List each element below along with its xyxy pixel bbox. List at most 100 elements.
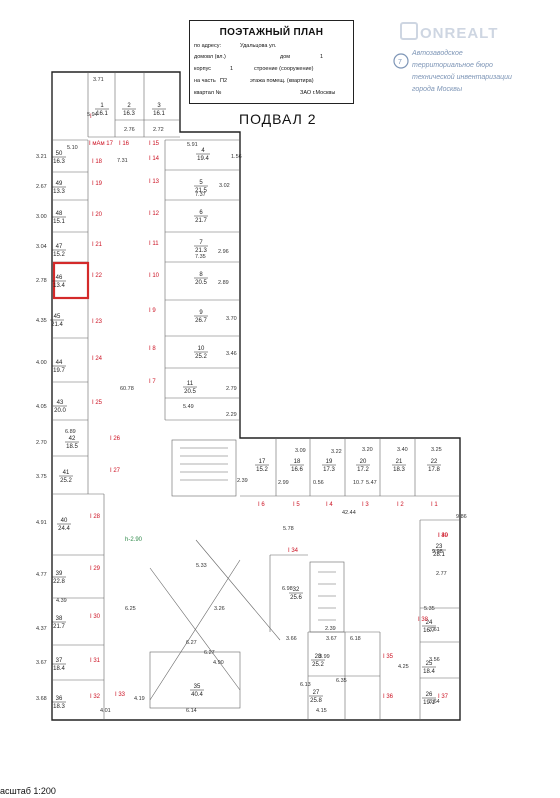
parking-space-label: I 6 (258, 502, 265, 508)
parking-space-label: I 18 (92, 159, 103, 165)
room-number: 2 (127, 103, 131, 109)
dimension-label: 2.29 (226, 412, 237, 418)
dimension-label: 5.49 (183, 404, 194, 410)
dimension-label: 2.72 (153, 127, 164, 133)
stamp-line: технической инвентаризации (412, 74, 512, 81)
address-label: по адресу: (194, 43, 221, 49)
room-number: 24 (426, 620, 433, 626)
dimension-label: 4.15 (316, 708, 327, 714)
room-area: 40.4 (191, 692, 203, 698)
dimension-label: 3.71 (93, 77, 104, 83)
dimension-label: 4.05 (36, 404, 47, 410)
dimension-label: 4.90 (213, 660, 224, 666)
room-area: 28.1 (433, 552, 445, 558)
dimension-label: 5.94 (87, 112, 98, 118)
svg-text:7: 7 (398, 59, 402, 66)
room-area: 26.7 (195, 318, 207, 324)
dimension-label: 10.7 (353, 480, 364, 486)
room-number: 48 (56, 211, 63, 217)
parking-space-label: I 1 (431, 502, 438, 508)
title-block-heading: ПОЭТАЖНЫЙ ПЛАН (219, 27, 324, 38)
dimension-label: 3.09 (295, 448, 306, 454)
room-area: 21.5 (195, 188, 207, 194)
room-number: 22 (431, 459, 438, 465)
dimension-label: 4.00 (36, 360, 47, 366)
dimension-label: 2.96 (218, 249, 229, 255)
room-area: 21.3 (195, 248, 207, 254)
dimension-label: 7.31 (117, 158, 128, 164)
parking-space-label: I 26 (110, 436, 121, 442)
room-number: 45 (54, 314, 61, 320)
dimension-label: 2.99 (278, 480, 289, 486)
parking-space-label: I 7 (149, 379, 156, 385)
room-area: 16.1 (153, 111, 165, 117)
room-number: 39 (56, 571, 63, 577)
stamp-line: территориальное бюро (412, 62, 493, 69)
dimension-label: 3.56 (429, 657, 440, 663)
dimension-label: 3.70 (226, 316, 237, 322)
dimension-label: 6.27 (204, 650, 215, 656)
dimension-label: 6.14 (186, 708, 197, 714)
room-number: 6 (199, 210, 203, 216)
room-number: 18 (294, 459, 301, 465)
parking-space-label: I 31 (90, 658, 101, 664)
room-area: 15.1 (53, 219, 65, 225)
room-number: 21 (396, 459, 403, 465)
parking-space-label: I 12 (149, 211, 160, 217)
corpus-label: корпус (194, 66, 212, 72)
room-number: 26 (426, 692, 433, 698)
parking-space-label: I 8 (149, 346, 156, 352)
parking-space-label: I 30 (90, 614, 101, 620)
room-area: 19.4 (197, 156, 209, 162)
room-number: 25 (426, 661, 433, 667)
room-area: 16.3 (53, 159, 65, 165)
room-area: 15.2 (256, 467, 268, 473)
room-number: 8 (199, 272, 203, 278)
dimension-label: 42.44 (342, 510, 356, 516)
room-area: 13.3 (53, 189, 65, 195)
room-area: 20.0 (54, 408, 66, 414)
dimension-label: 5.91 (187, 142, 198, 148)
parking-space-label: I 25 (92, 400, 103, 406)
dimension-label: 6.27 (186, 640, 197, 646)
dimension-label: 3.61 (429, 627, 440, 633)
dimension-label: 4.01 (100, 708, 111, 714)
dimension-label: 4.19 (134, 696, 145, 702)
parking-space-label: I мАм 17 (89, 141, 114, 147)
parking-space-label: I 34 (288, 548, 299, 554)
stamp-line: города Москвы (412, 86, 463, 93)
parking-space-label: I 35 (383, 654, 394, 660)
room-area: 25.2 (60, 478, 72, 484)
dimension-label: 2.89 (218, 280, 229, 286)
dimension-label: 7.37 (195, 192, 206, 198)
room-number: 40 (61, 518, 68, 524)
parking-space-label: I 37 (438, 694, 449, 700)
dimension-label: 3.26 (214, 606, 225, 612)
dimension-label: 5.78 (283, 526, 294, 532)
parking-space-label: I 27 (110, 468, 121, 474)
room-number: 11 (187, 381, 194, 387)
parking-space-label: I 3 (362, 502, 369, 508)
dimension-label: 3.66 (286, 636, 297, 642)
dimension-label: 4.25 (398, 664, 409, 670)
room-number: 41 (63, 470, 70, 476)
room-number: 23 (436, 544, 443, 550)
room-area: 18.4 (53, 666, 65, 672)
room-number: 38 (56, 616, 63, 622)
room-area: 22.8 (53, 579, 65, 585)
dimension-label: 4.37 (36, 626, 47, 632)
room-number: 1 (100, 103, 104, 109)
parking-labels: II 1I 2I 3I 4I 5I 6I 7I 8I 9I 10I 11I 12… (89, 114, 449, 700)
room-area: 17.3 (323, 467, 335, 473)
dimension-label: 6.98 (282, 586, 293, 592)
parking-space-label: I 5 (293, 502, 300, 508)
room-number: 35 (194, 684, 201, 690)
dimension-label: 6.89 (65, 429, 76, 435)
room-area: 18.4 (423, 669, 435, 675)
dimension-label: 6.18 (350, 636, 361, 642)
parking-space-label: I 4 (326, 502, 333, 508)
room-area: 25.2 (312, 662, 324, 668)
room-number: 27 (313, 690, 320, 696)
dimension-label: 2.70 (36, 440, 47, 446)
room-area: 19.1 (423, 700, 435, 706)
